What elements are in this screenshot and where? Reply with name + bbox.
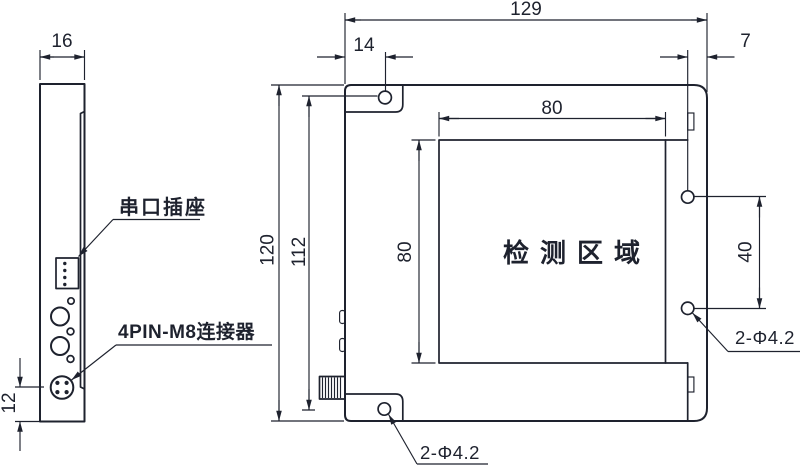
- right-tab-top: [687, 112, 695, 131]
- dim-right-hole-offset: 7: [660, 31, 751, 60]
- m8-pin-dot: [64, 380, 69, 385]
- dim-side-width: 16: [39, 31, 86, 80]
- mounting-flange-top-left: [344, 84, 404, 113]
- mounting-foot-bottom-left: [344, 393, 404, 422]
- dim-lines: [344, 13, 708, 92]
- dim-left-holes-span-text: 112: [289, 237, 310, 267]
- dim-lines: [302, 95, 378, 411]
- small-indicator-circle: [66, 327, 75, 336]
- dim-left-hole-offset: 14: [317, 35, 413, 91]
- frame-outline: [344, 84, 708, 422]
- detection-area-label: 检测区域: [503, 238, 651, 268]
- indicator-circles: [50, 296, 76, 364]
- left-holes-callout: 2-Φ4.2: [388, 414, 488, 465]
- m8-pin-dot: [55, 380, 60, 385]
- serial-port-symbol: [55, 257, 80, 290]
- serial-pin-dot: [63, 261, 67, 266]
- dim-left-hole-offset-text: 14: [353, 35, 375, 56]
- right-holes-callout-text: 2-Φ4.2: [735, 327, 795, 348]
- dim-side-width-text: 16: [51, 31, 72, 52]
- dim-lines: [271, 84, 344, 422]
- front-view: 129 14 7 80 80: [258, 0, 800, 465]
- detection-area-extensions: [664, 139, 689, 364]
- mounting-hole-bottom-left: [377, 401, 392, 417]
- dim-detection-height-text: 80: [395, 241, 416, 262]
- dim-detection-height: 80: [395, 139, 436, 364]
- connector-ribs: [321, 377, 342, 398]
- m8-connector-side-projection: [318, 375, 346, 400]
- dim-lines: [39, 50, 86, 80]
- dim-overall-width-text: 129: [510, 0, 542, 20]
- serial-port-callout: 串口插座: [78, 195, 207, 257]
- mounting-hole-top-left: [377, 90, 393, 105]
- right-tab-bottom: [687, 376, 695, 393]
- leader-arrow: [78, 219, 114, 257]
- small-indicator-circle: [66, 354, 75, 364]
- small-indicator-circle: [66, 296, 76, 306]
- large-button-circle: [50, 336, 70, 356]
- dim-left-holes-span: 112: [289, 95, 378, 411]
- leader-arrow: [692, 312, 729, 352]
- mounting-hole-right-top: [680, 189, 695, 205]
- dim-connector-offset: 12: [0, 358, 44, 451]
- right-holes-callout: 2-Φ4.2: [692, 312, 800, 353]
- large-button-circle: [50, 306, 70, 327]
- m8-connector-ring: [49, 375, 75, 400]
- side-view-outline: [39, 83, 86, 423]
- dim-overall-width: 129: [344, 0, 708, 92]
- m8-connector-callout: 4PIN-M8连接器: [71, 320, 272, 381]
- left-bump-top: [339, 309, 346, 325]
- dim-overall-height: 120: [258, 84, 344, 422]
- dim-overall-height-text: 120: [258, 234, 279, 266]
- leader-arrow: [388, 414, 418, 465]
- m8-pin-dot: [64, 390, 69, 395]
- dim-lines: [411, 139, 436, 364]
- detection-area-rect: [438, 139, 667, 364]
- mounting-hole-right-bottom: [680, 301, 695, 316]
- dim-right-holes-span-text: 40: [736, 241, 757, 262]
- dim-connector-offset-text: 12: [0, 392, 20, 413]
- serial-pin-dot: [63, 282, 67, 287]
- connector-body: [318, 375, 346, 400]
- leader-arrow: [71, 344, 117, 381]
- left-holes-callout-text: 2-Φ4.2: [420, 442, 480, 463]
- serial-pin-dot: [63, 268, 67, 273]
- serial-port-label: 串口插座: [119, 195, 207, 219]
- serial-port-body: [55, 257, 80, 290]
- dim-detection-width: 80: [438, 98, 667, 137]
- m8-connector-label: 4PIN-M8连接器: [118, 320, 255, 343]
- side-view: 16 12 串口插座 4PIN-M8连接器: [0, 31, 272, 451]
- serial-pin-dot: [63, 275, 67, 280]
- m8-pin-dot: [55, 390, 60, 395]
- left-bump-bottom: [339, 337, 346, 353]
- dim-right-hole-offset-text: 7: [740, 31, 751, 52]
- dim-right-holes-span: 40: [694, 195, 766, 310]
- m8-connector-symbol: [49, 375, 75, 400]
- dim-detection-width-text: 80: [541, 98, 562, 119]
